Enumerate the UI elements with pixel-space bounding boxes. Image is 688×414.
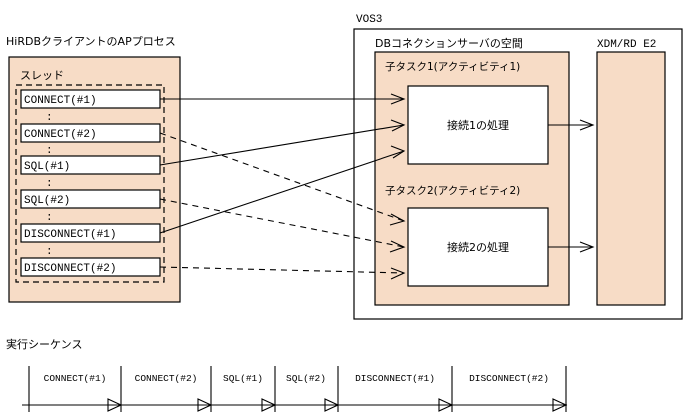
sequence-step-label: CONNECT(#2)	[135, 373, 198, 384]
ellipsis: :	[46, 112, 53, 124]
conn1-process-label: 接続1の処理	[447, 118, 509, 132]
thread-step-label: DISCONNECT(#2)	[24, 263, 116, 275]
xdmrd-box	[596, 51, 666, 306]
sequence-step-label: DISCONNECT(#1)	[355, 373, 435, 384]
sequence-step-label: DISCONNECT(#2)	[469, 373, 549, 384]
ellipsis: :	[46, 212, 53, 224]
thread-step-label: CONNECT(#2)	[24, 129, 97, 141]
conn2-process-label: 接続2の処理	[447, 240, 509, 254]
conn2-process-box[interactable]	[407, 207, 549, 287]
sequence-chart: CONNECT(#1) CONNECT(#2) SQL(#1) SQL(#2) …	[22, 366, 568, 412]
thread-label: スレッド	[20, 69, 64, 82]
sequence-step-label: SQL(#2)	[286, 373, 326, 384]
thread-dashed-box	[15, 84, 165, 283]
thread-step-label: DISCONNECT(#1)	[24, 229, 116, 241]
vos3-title: VOS3	[356, 14, 382, 26]
dbserver-space-title: DBコネクションサーバの空間	[375, 36, 523, 50]
thread-step-label: CONNECT(#1)	[24, 95, 97, 107]
thread-step-list: CONNECT(#1) : CONNECT(#2) : SQL(#1) : SQ…	[20, 89, 161, 277]
sequence-title: 実行シーケンス	[6, 337, 82, 351]
thread-step-label: SQL(#1)	[24, 161, 70, 173]
subtask2-label: 子タスク2(アクティビティ2)	[385, 185, 520, 197]
subtask1-label: 子タスク1(アクティビティ1)	[385, 61, 520, 73]
ellipsis: :	[46, 145, 53, 157]
xdmrd-title: XDM/RD E2	[597, 39, 656, 51]
ellipsis: :	[46, 178, 53, 190]
thread-step-label: SQL(#2)	[24, 195, 70, 207]
connection-lines	[159, 93, 595, 280]
sequence-step-label: SQL(#1)	[223, 373, 263, 384]
vos3-box	[353, 28, 683, 320]
ellipsis: :	[46, 246, 53, 258]
conn1-process-box[interactable]	[407, 85, 549, 165]
sequence-step-label: CONNECT(#1)	[44, 373, 107, 384]
client-process-title: HiRDBクライアントのAPプロセス	[6, 35, 176, 48]
